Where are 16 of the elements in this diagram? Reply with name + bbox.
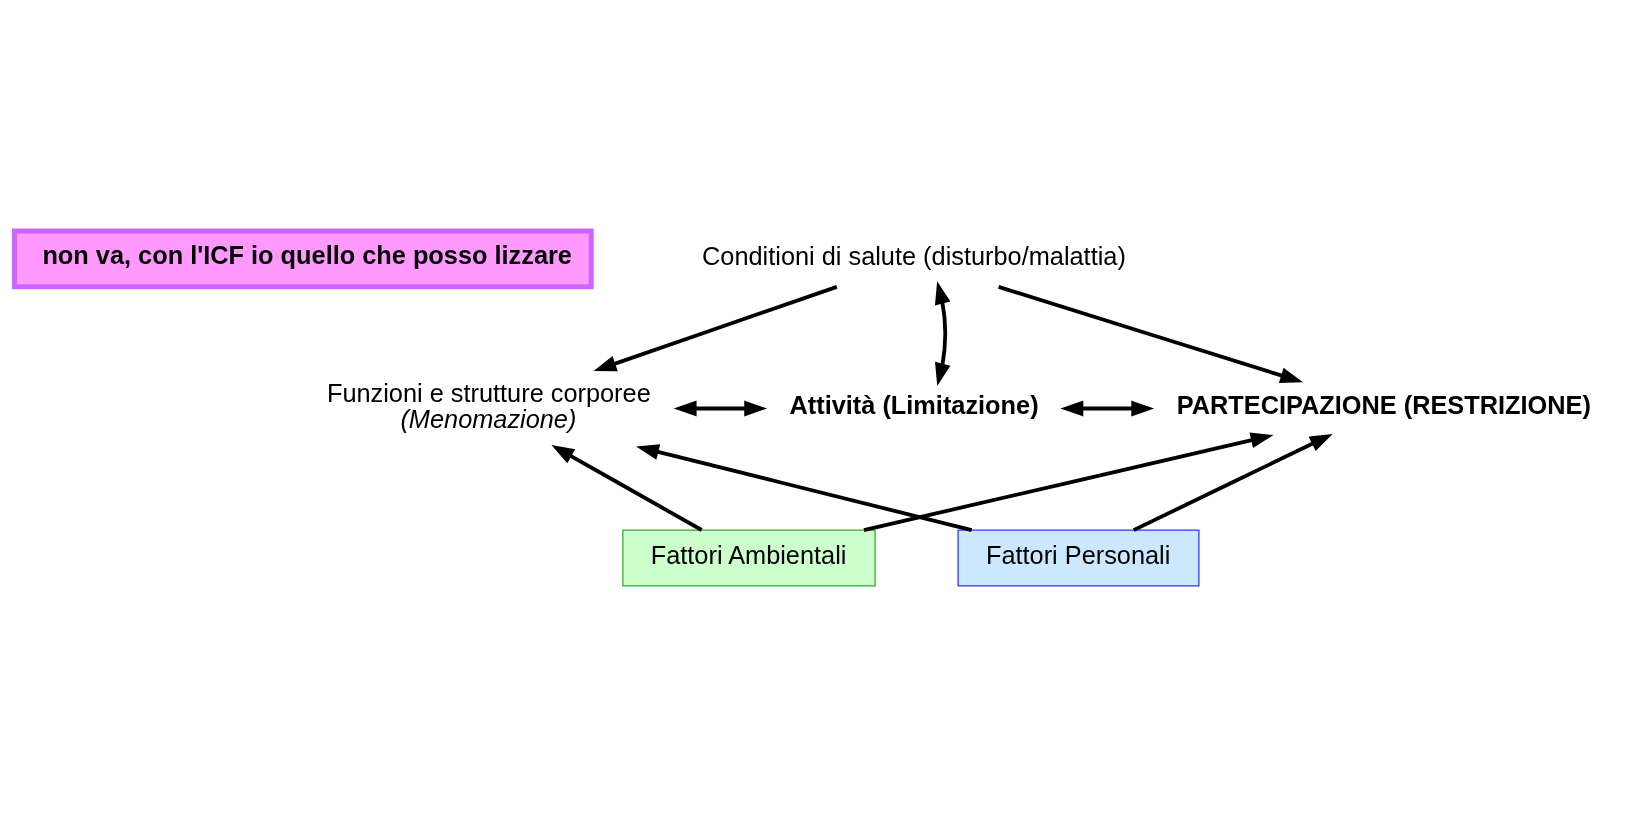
node-box: Fattori Personali [957, 529, 1200, 587]
node-text: PARTECIPAZIONE (RESTRIZIONE) [1176, 390, 1591, 419]
node-text: Funzioni e strutture corporee (Menomazione) [326, 379, 651, 433]
arrow [636, 444, 973, 532]
node-text: Conditioni di salute (disturbo/malattia) [702, 242, 1126, 271]
arrow [934, 281, 951, 386]
arrow [863, 432, 1274, 532]
arrow [998, 285, 1304, 384]
arrow [551, 444, 703, 532]
node-text: Attività (Limitazione) [789, 390, 1039, 419]
arrow [1132, 433, 1333, 532]
node-box: non va, con l'ICF io quello che posso lizzare [12, 228, 594, 290]
node-box: Fattori Ambientali [622, 529, 876, 587]
arrow [593, 285, 838, 372]
arrow [673, 400, 768, 417]
arrow [1060, 400, 1155, 417]
